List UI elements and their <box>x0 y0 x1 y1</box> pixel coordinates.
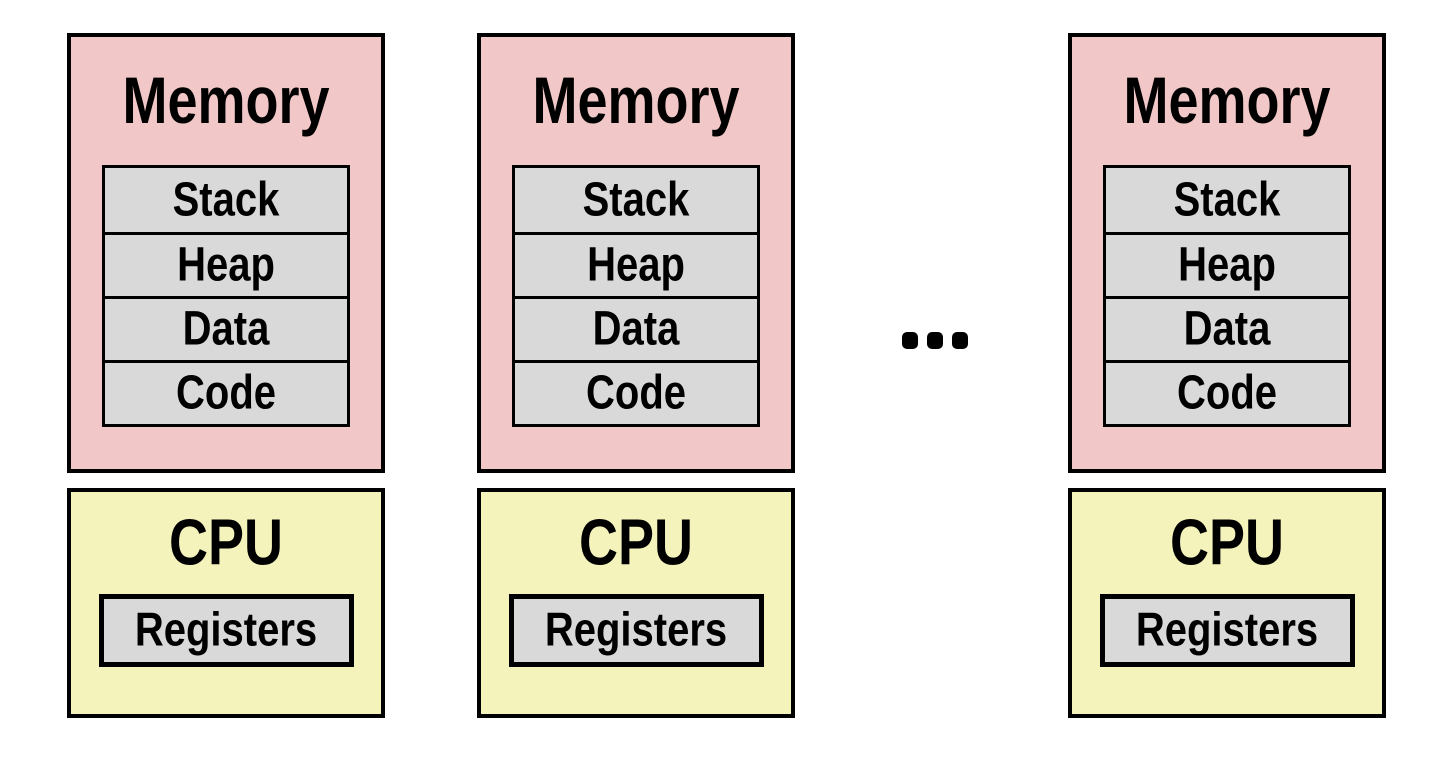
segment-label: Data <box>592 302 680 356</box>
ellipsis-dot <box>952 332 968 349</box>
memory-title: Memory <box>532 37 739 165</box>
memory-segment-row-code: Code <box>1106 360 1348 424</box>
memory-segment-row-data: Data <box>105 296 347 360</box>
memory-title-label: Memory <box>1123 64 1331 138</box>
segment-label: Stack <box>582 173 690 226</box>
segment-label: Code <box>176 366 276 420</box>
memory-segments: Stack Heap Data Code <box>102 165 350 427</box>
memory-segment-row-stack: Stack <box>105 168 347 232</box>
cpu-box: CPU Registers <box>67 488 385 718</box>
memory-segment-row-code: Code <box>515 360 757 424</box>
registers-label: Registers <box>1135 603 1319 656</box>
memory-segment-row-heap: Heap <box>515 232 757 296</box>
memory-segment-row-heap: Heap <box>1106 232 1348 296</box>
segment-label: Stack <box>1173 173 1281 226</box>
memory-box: Memory Stack Heap Data Code <box>477 33 795 473</box>
memory-segment-row-data: Data <box>1106 296 1348 360</box>
memory-title-label: Memory <box>122 64 330 138</box>
memory-segment-row-stack: Stack <box>515 168 757 232</box>
ellipsis-dot <box>927 332 943 349</box>
segment-label: Heap <box>587 238 685 292</box>
segment-label: Data <box>1183 302 1271 356</box>
memory-segments: Stack Heap Data Code <box>1103 165 1351 427</box>
cpu-box: CPU Registers <box>1068 488 1386 718</box>
memory-title: Memory <box>1123 37 1330 165</box>
process-unit-1: Memory Stack Heap Data Code CPU <box>67 33 385 718</box>
registers-label: Registers <box>544 603 728 656</box>
memory-segments: Stack Heap Data Code <box>512 165 760 427</box>
cpu-title-label: CPU <box>168 507 283 579</box>
cpu-title: CPU <box>169 492 283 594</box>
cpu-title-label: CPU <box>1169 507 1284 579</box>
ellipsis-dot <box>902 332 918 349</box>
memory-box: Memory Stack Heap Data Code <box>1068 33 1386 473</box>
segment-label: Code <box>586 366 686 420</box>
segment-label: Heap <box>177 238 275 292</box>
registers-label: Registers <box>134 603 318 656</box>
segment-label: Heap <box>1178 238 1276 292</box>
process-unit-3: Memory Stack Heap Data Code CPU <box>1068 33 1386 718</box>
cpu-title: CPU <box>579 492 693 594</box>
cpu-title: CPU <box>1170 492 1284 594</box>
registers-box: Registers <box>98 594 354 667</box>
memory-segment-row-heap: Heap <box>105 232 347 296</box>
cpu-box: CPU Registers <box>477 488 795 718</box>
ellipsis <box>902 332 968 349</box>
registers-box: Registers <box>508 594 764 667</box>
memory-segment-row-code: Code <box>105 360 347 424</box>
segment-label: Code <box>1177 366 1277 420</box>
memory-box: Memory Stack Heap Data Code <box>67 33 385 473</box>
process-unit-2: Memory Stack Heap Data Code CPU <box>477 33 795 718</box>
segment-label: Data <box>182 302 270 356</box>
memory-segment-row-stack: Stack <box>1106 168 1348 232</box>
memory-segment-row-data: Data <box>515 296 757 360</box>
segment-label: Stack <box>172 173 280 226</box>
cpu-title-label: CPU <box>578 507 693 579</box>
memory-title-label: Memory <box>532 64 740 138</box>
memory-title: Memory <box>122 37 329 165</box>
registers-box: Registers <box>1099 594 1355 667</box>
